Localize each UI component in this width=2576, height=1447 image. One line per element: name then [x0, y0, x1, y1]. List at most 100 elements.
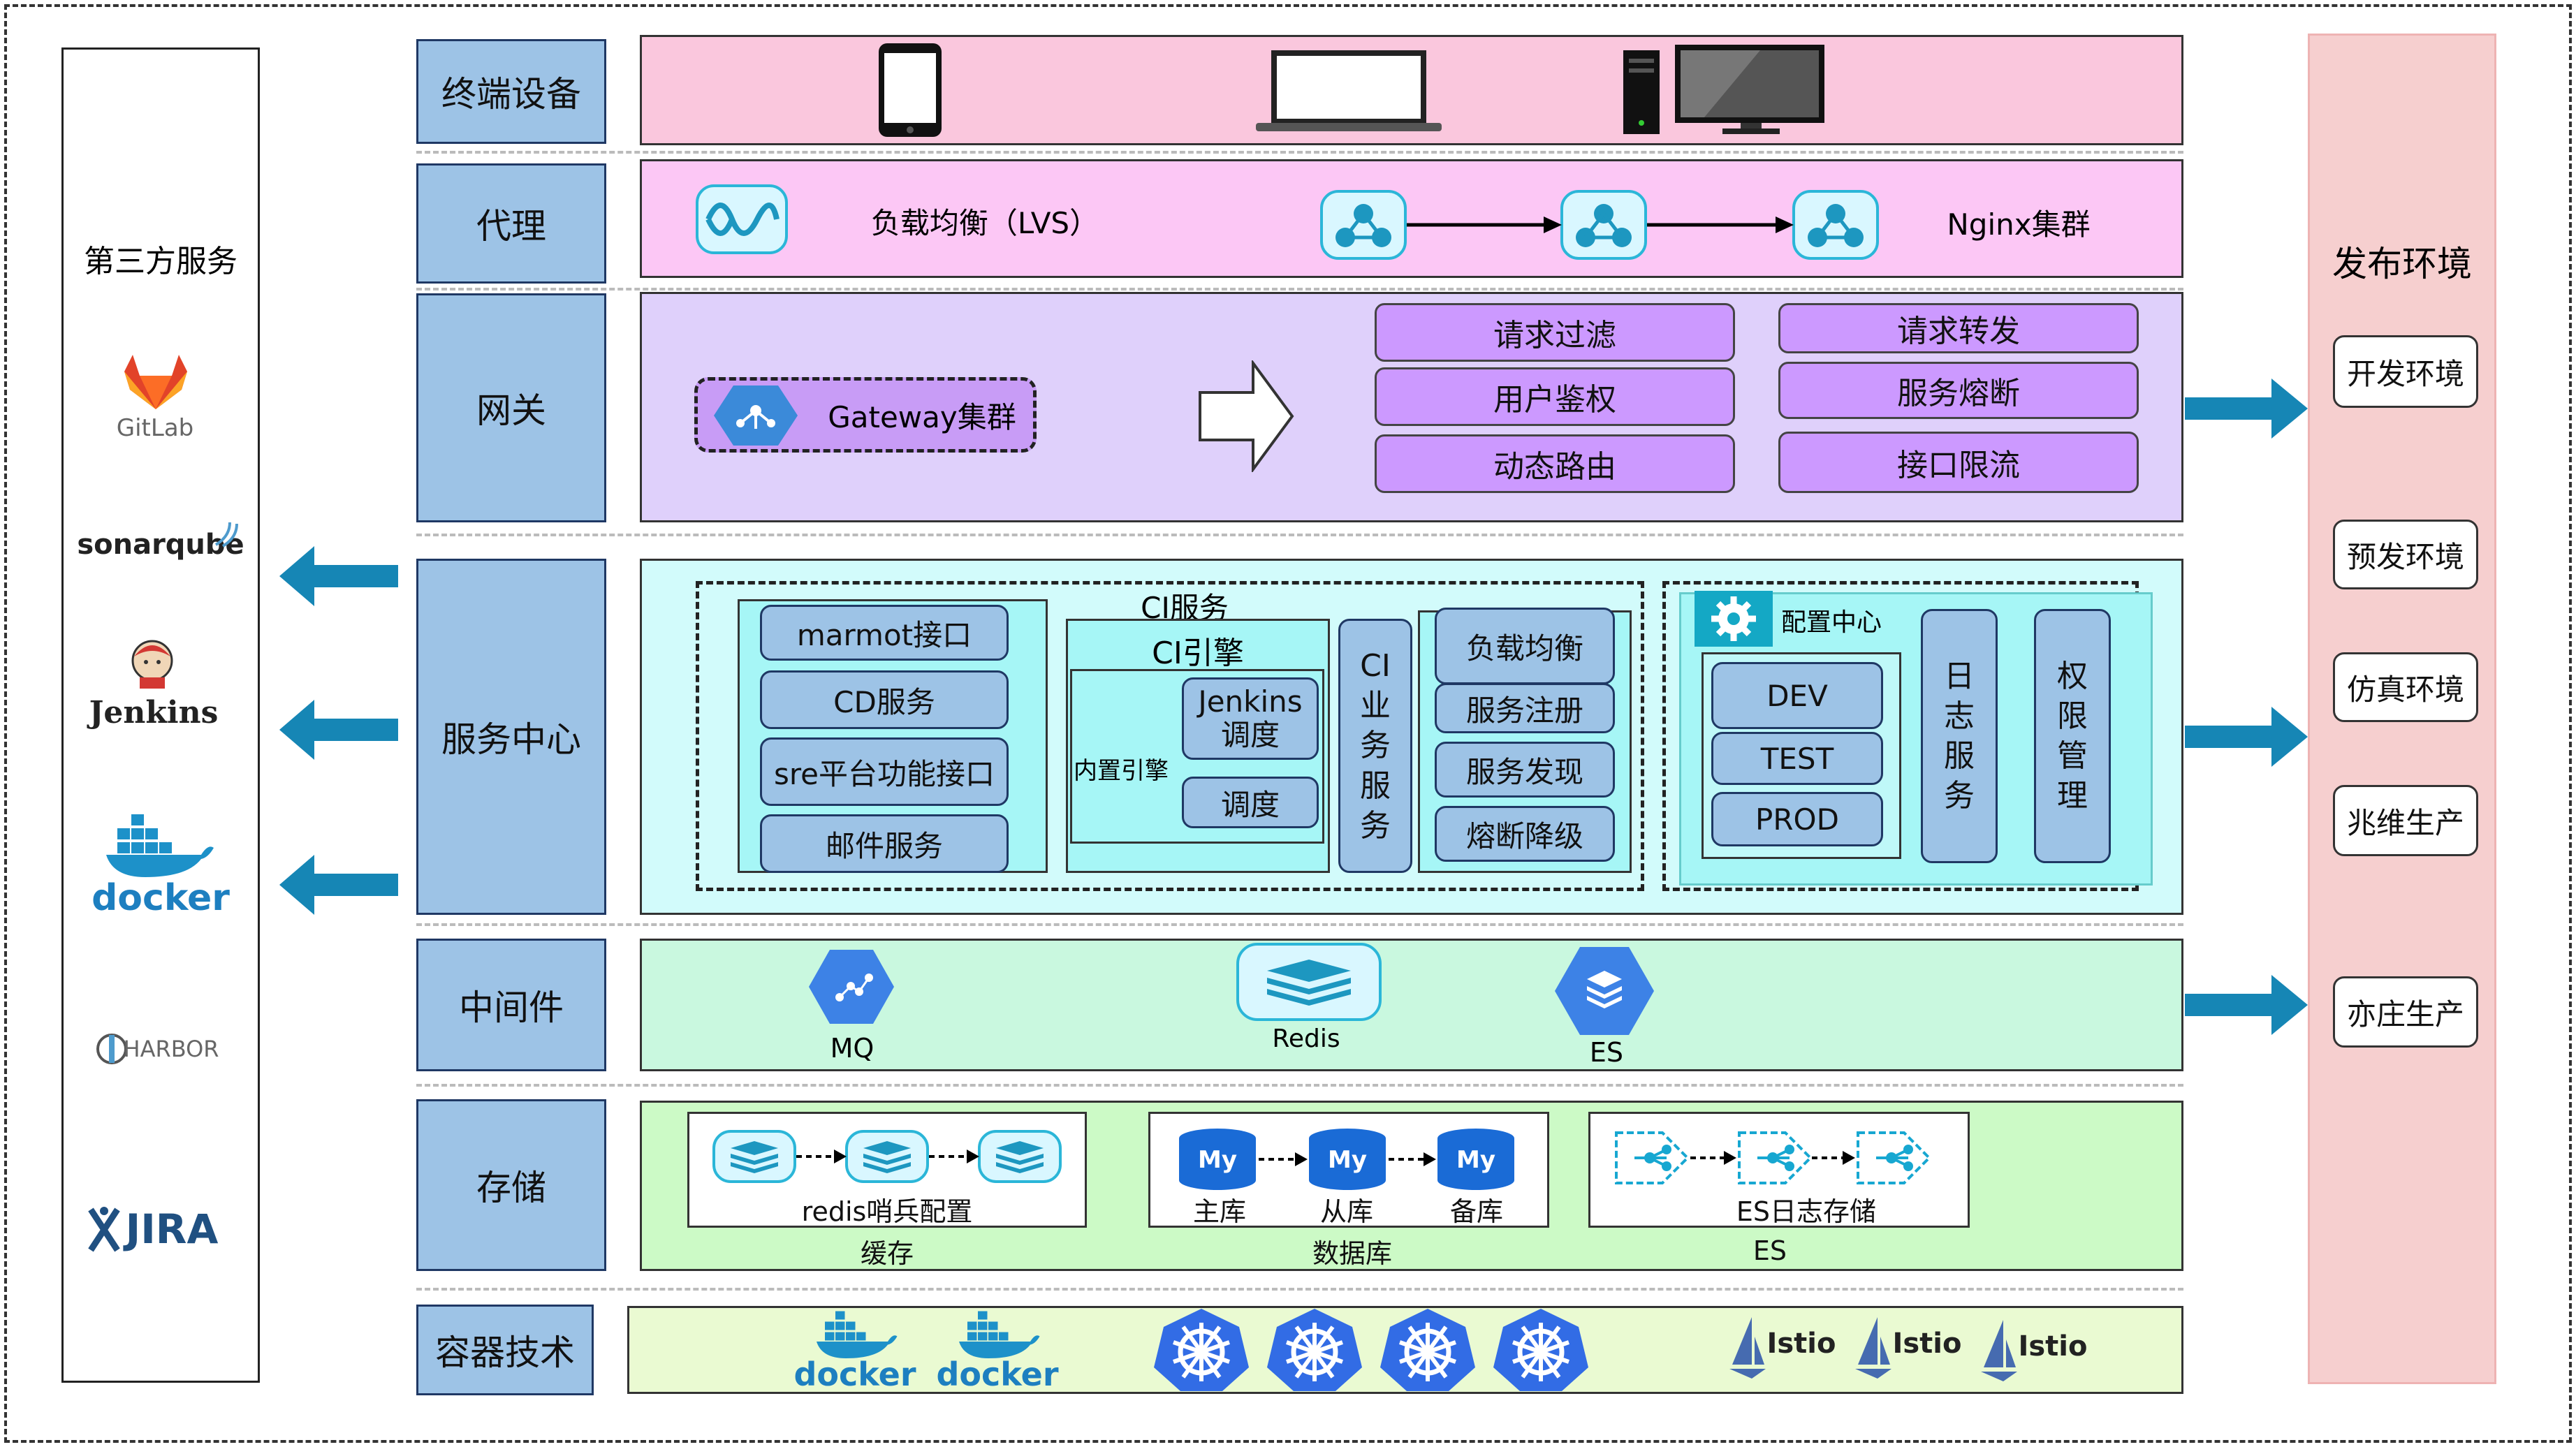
arrow-to-third-party-1	[279, 546, 398, 606]
outer-frame	[4, 4, 2572, 1443]
istio-label: Istio	[1892, 1328, 1962, 1360]
gateway-feature-user-auth: 用户鉴权	[1375, 367, 1735, 426]
separator	[416, 151, 2183, 154]
arrow-to-release-env-1	[2185, 379, 2308, 439]
gateway-feature-rate-limit: 接口限流	[1778, 432, 2139, 493]
mail-service-box: 邮件服务	[760, 814, 1009, 873]
docker-tile-1: docker	[786, 1306, 923, 1394]
mq-icon	[809, 950, 894, 1024]
third-party-panel	[61, 47, 260, 1383]
gateway-feature-dynamic-routing: 动态路由	[1375, 434, 1735, 493]
gateway-flow-arrow	[1199, 360, 1294, 472]
gitlab-icon	[124, 355, 187, 409]
permission-management-box: 权 限 管 理	[2034, 609, 2111, 863]
ci-business-service-box: CI 业 务 服 务	[1338, 619, 1412, 873]
docker-icon	[106, 814, 214, 877]
cache-label: 缓存	[860, 1237, 914, 1269]
harbor-icon	[96, 1034, 127, 1064]
ci-service-group	[696, 581, 1644, 891]
sonarqube-icon	[214, 522, 238, 548]
env-dev-box: DEV	[1711, 662, 1883, 729]
separator	[416, 288, 2183, 291]
arrow-to-release-env-3	[2185, 975, 2308, 1035]
layer-label-container: 容器技术	[416, 1305, 594, 1395]
kubernetes-icons	[1152, 1307, 1600, 1394]
es-log-storage-label: ES日志存储	[1736, 1196, 1877, 1227]
redis-sentinel-label: redis哨兵配置	[801, 1196, 973, 1227]
docker-label: docker	[92, 877, 230, 919]
jenkins-schedule-box: Jenkins 调度	[1182, 677, 1319, 760]
marmot-api-box: marmot接口	[760, 605, 1009, 661]
log-service-box: 日 志 服 务	[1921, 609, 1998, 863]
layer-label-service-center: 服务中心	[416, 559, 606, 915]
docker-whale-icon	[959, 1311, 1040, 1358]
istio-label: Istio	[1766, 1328, 1836, 1360]
jira-icon	[88, 1207, 120, 1252]
redis-sentinel-chain	[712, 1130, 1062, 1183]
jenkins-icon	[131, 640, 173, 689]
phone-icon	[879, 43, 942, 137]
gateway-icon	[714, 385, 798, 446]
env-yizhuang-production: 亦庄生产	[2333, 976, 2478, 1048]
lvs-label: 负载均衡（LVS）	[870, 205, 1099, 240]
layer-label-middleware: 中间件	[416, 939, 606, 1071]
nginx-cluster-label: Nginx集群	[1947, 207, 2091, 242]
config-center-label: 配置中心	[1780, 608, 1882, 637]
docker-tile-label: docker	[793, 1356, 916, 1393]
istio-tile-2: Istio	[1848, 1309, 1964, 1391]
laptop-icon	[1256, 50, 1442, 131]
es-icon	[1555, 947, 1654, 1035]
arrow-to-release-env-2	[2185, 707, 2308, 767]
separator	[416, 534, 2183, 536]
arrow-to-third-party-2	[279, 700, 398, 760]
docker-tile-label: docker	[936, 1356, 1059, 1393]
gateway-feature-request-forward: 请求转发	[1778, 303, 2139, 353]
istio-sail-icon	[1855, 1317, 1891, 1379]
harbor-label: HARBOR	[123, 1036, 219, 1062]
gateway-feature-request-filter: 请求过滤	[1375, 303, 1735, 362]
redis-label: Redis	[1272, 1024, 1340, 1053]
jenkins-label: Jenkins	[89, 694, 219, 730]
arrow-to-third-party-3	[279, 855, 398, 915]
load-balance-box: 负载均衡	[1435, 608, 1615, 684]
env-test-box: TEST	[1711, 732, 1883, 785]
es-log-chain	[1615, 1131, 1931, 1184]
service-registry-box: 服务注册	[1435, 683, 1615, 733]
istio-sail-icon	[1729, 1317, 1766, 1379]
docker-whale-icon	[817, 1311, 898, 1358]
istio-tile-1: Istio	[1722, 1309, 1838, 1391]
third-party-title: 第三方服务	[84, 244, 237, 279]
istio-label: Istio	[2018, 1330, 2088, 1362]
es-label: ES	[1589, 1037, 1624, 1068]
master-db-label: 主库	[1192, 1196, 1246, 1227]
gateway-cluster-label: Gateway集群	[828, 399, 1016, 434]
es-storage-label: ES	[1752, 1235, 1787, 1266]
ci-engine-title: CI引擎	[1152, 636, 1244, 671]
backup-db-label: 备库	[1449, 1196, 1503, 1227]
layer-label-terminal: 终端设备	[416, 39, 606, 144]
layer-label-gateway: 网关	[416, 293, 606, 522]
gateway-feature-circuit-breaker: 服务熔断	[1778, 362, 2139, 419]
redis-icon	[1236, 943, 1382, 1021]
builtin-engine-label: 内置引擎	[1074, 756, 1169, 785]
env-zhaowei-production: 兆维生产	[2333, 785, 2478, 856]
env-prod-box: PROD	[1711, 792, 1883, 846]
release-env-title: 发布环境	[2332, 244, 2472, 284]
slave-db-label: 从库	[1319, 1196, 1373, 1227]
env-development: 开发环境	[2333, 335, 2478, 408]
istio-sail-icon	[1981, 1320, 2017, 1381]
sre-platform-api-box: sre平台功能接口	[760, 737, 1009, 806]
proxy-band	[640, 159, 2183, 278]
circuit-degrade-box: 熔断降级	[1435, 806, 1615, 862]
separator	[416, 923, 2183, 926]
config-gear-icon	[1695, 591, 1773, 647]
env-pre-release: 预发环境	[2333, 520, 2478, 589]
layer-label-storage: 存储	[416, 1099, 606, 1271]
service-discovery-box: 服务发现	[1435, 742, 1615, 798]
schedule-box: 调度	[1182, 777, 1319, 828]
gitlab-label: GitLab	[116, 414, 194, 442]
istio-tile-3: Istio	[1974, 1312, 2090, 1394]
separator	[416, 1288, 2183, 1291]
mq-label: MQ	[830, 1033, 874, 1064]
env-simulation: 仿真环境	[2333, 652, 2478, 722]
